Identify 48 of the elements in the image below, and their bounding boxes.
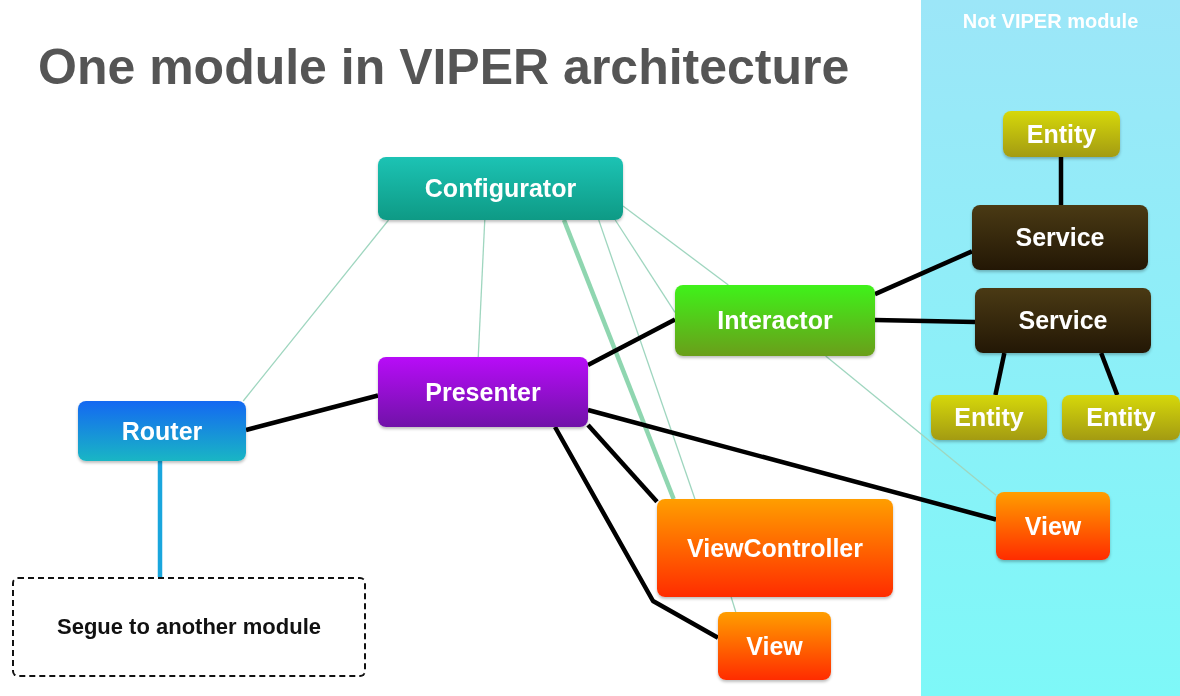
- connector-line: [1099, 352, 1120, 396]
- node-label: ViewController: [687, 533, 863, 563]
- process-box: [718, 612, 831, 680]
- node-label: Presenter: [425, 377, 541, 407]
- node-label: Service: [1015, 223, 1105, 252]
- connector-line: [157, 461, 163, 577]
- connector-line: [598, 219, 696, 500]
- node-label: Router: [121, 416, 203, 446]
- connector-line: [477, 219, 486, 358]
- connector-line: [245, 393, 379, 433]
- node-label: Configurator: [424, 174, 577, 203]
- connector-line: [553, 425, 720, 640]
- connector-line: [586, 317, 677, 367]
- process-box: [657, 499, 893, 597]
- connector-line: [993, 352, 1007, 396]
- process-box: [675, 285, 875, 356]
- connector-line: [242, 219, 390, 402]
- region-heading: Not VIPER module: [962, 10, 1139, 33]
- node-label: View: [746, 631, 803, 661]
- process-box: [996, 492, 1110, 560]
- process-box: [1062, 395, 1180, 440]
- process-box: [378, 157, 623, 220]
- process-box: [78, 401, 246, 461]
- process-box: [931, 395, 1047, 440]
- connector-line: [622, 205, 729, 286]
- connector-line: [561, 219, 676, 500]
- dashed-box: [12, 577, 366, 677]
- diagram-title: One module in VIPER architecture: [38, 38, 850, 96]
- connector-line: [587, 407, 997, 522]
- connector-line: [874, 317, 976, 325]
- node-label: Interactor: [717, 306, 833, 335]
- process-box: [975, 288, 1151, 353]
- connector-line: [614, 219, 676, 313]
- node-label: Segue to another module: [57, 614, 321, 640]
- process-box: [1003, 111, 1120, 157]
- connector-line: [586, 423, 659, 504]
- connector-line: [825, 355, 997, 496]
- process-box: [378, 357, 588, 427]
- region-band: [921, 0, 1180, 696]
- connector-line: [730, 596, 737, 613]
- connector-line: [874, 249, 973, 297]
- node-label: View: [1024, 511, 1082, 541]
- node-label: Service: [1018, 306, 1108, 335]
- node-label: Entity: [954, 403, 1024, 432]
- connector-line: [1058, 157, 1064, 205]
- node-label: Entity: [1026, 119, 1097, 149]
- process-box: [972, 205, 1148, 270]
- node-label: Entity: [1086, 403, 1156, 432]
